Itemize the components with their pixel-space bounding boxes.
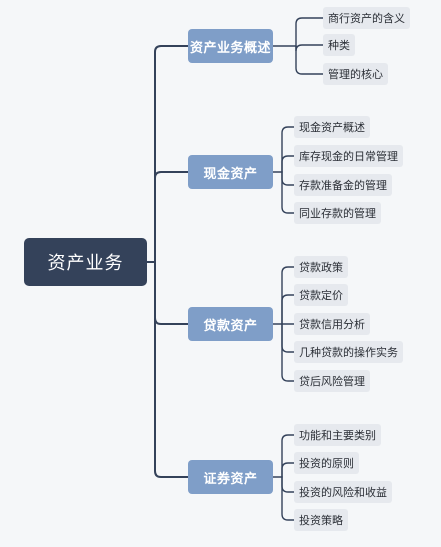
branch-loan-assets: 贷款资产 [188,307,273,341]
branch-connector-3-4 [281,323,295,353]
leaf-securities-1: 功能和主要类别 [294,424,381,446]
leaf-cash-4: 同业存款的管理 [294,202,381,224]
leaf-loan-1: 贷款政策 [294,256,348,278]
branch-connector-2-3 [281,171,295,186]
branch-connector-4-2 [281,462,295,478]
leaf-overview-1: 商行资产的含义 [323,7,410,29]
branch-overview: 资产业务概述 [188,29,273,63]
branch-connector-4-3 [281,476,295,493]
branch-connector-3-5 [281,323,295,382]
leaf-loan-2: 贷款定价 [294,284,348,306]
root-connector-4 [154,261,189,478]
leaf-cash-3: 存款准备金的管理 [294,174,392,196]
leaf-loan-3: 贷款信用分析 [294,313,370,335]
branch-connector-1-2 [295,44,324,52]
root-connector-3 [154,261,189,325]
branch-connector-3-1 [281,266,295,325]
leaf-securities-4: 投资策略 [294,509,348,531]
root-node: 资产业务 [24,238,147,286]
branch-cash-assets: 现金资产 [188,155,273,189]
branch-connector-1-1 [295,17,324,47]
leaf-cash-1: 现金资产概述 [294,116,370,138]
leaf-securities-2: 投资的原则 [294,452,359,474]
branch-connector-1-3 [295,45,324,75]
leaf-overview-3: 管理的核心 [323,63,388,85]
branch-connector-2-2 [281,155,295,173]
leaf-loan-5: 贷后风险管理 [294,370,370,392]
leaf-overview-2: 种类 [323,34,355,56]
leaf-securities-3: 投资的风险和收益 [294,481,392,503]
branch-connector-4-4 [281,476,295,521]
branch-connector-3-2 [281,294,295,325]
leaf-loan-4: 几种贷款的操作实务 [294,341,403,363]
root-connector-1 [154,45,189,263]
root-connector-2 [154,171,189,263]
branch-connector-2-1 [281,126,295,173]
branch-connector-4-1 [281,434,295,478]
leaf-cash-2: 库存现金的日常管理 [294,145,403,167]
branch-securities-assets: 证券资产 [188,460,273,494]
branch-connector-2-4 [281,171,295,214]
